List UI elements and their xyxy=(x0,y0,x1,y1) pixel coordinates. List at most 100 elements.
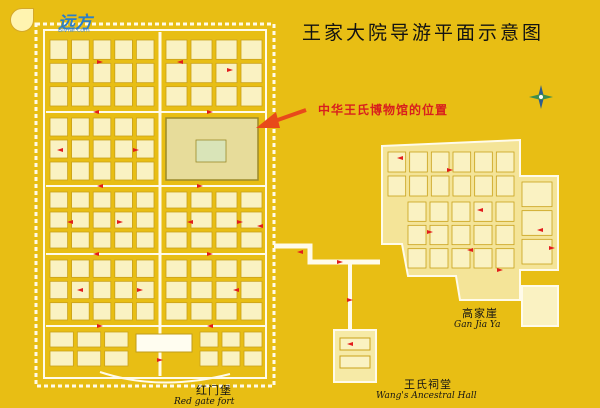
courtyard-block xyxy=(495,248,515,269)
courtyard-block xyxy=(473,248,493,269)
direction-arrow-icon xyxy=(347,298,353,302)
red-gate-fort-label: 红门堡 xyxy=(196,384,232,397)
ancestral-hall-building xyxy=(339,355,371,369)
direction-arrow-icon xyxy=(133,148,139,152)
courtyard-block xyxy=(114,211,133,229)
courtyard-block xyxy=(114,117,133,137)
courtyard-block xyxy=(92,191,112,209)
direction-arrow-icon xyxy=(187,220,193,224)
direction-arrow-icon xyxy=(197,184,203,188)
courtyard-block xyxy=(215,191,238,209)
direction-arrow-icon xyxy=(97,184,103,188)
courtyard-block xyxy=(71,39,90,60)
courtyard-block xyxy=(221,350,241,367)
callout-arrow-icon xyxy=(256,108,307,128)
courtyard-block xyxy=(92,280,112,300)
direction-arrow-icon xyxy=(549,246,555,250)
courtyard-block xyxy=(71,231,90,249)
courtyard-block xyxy=(387,151,407,173)
direction-arrow-icon xyxy=(207,324,213,328)
courtyard-block xyxy=(215,259,238,278)
courtyard-block xyxy=(92,117,112,137)
courtyard-block xyxy=(452,175,472,197)
courtyard-block xyxy=(407,201,427,222)
courtyard-block xyxy=(199,331,219,348)
direction-arrow-icon xyxy=(257,224,263,228)
courtyard-block xyxy=(114,302,133,321)
courtyard-block xyxy=(135,62,155,84)
courtyard-block xyxy=(49,350,74,367)
courtyard-block xyxy=(190,86,213,107)
red-gate-fort-inner-wall xyxy=(43,29,267,379)
courtyard-block xyxy=(215,302,238,321)
direction-arrow-icon xyxy=(347,342,353,346)
courtyard-block xyxy=(165,259,188,278)
courtyard-block xyxy=(240,211,263,229)
courtyard-block xyxy=(165,62,188,84)
courtyard-block xyxy=(240,259,263,278)
courtyard-block xyxy=(240,231,263,249)
courtyard-block xyxy=(71,259,90,278)
courtyard-block xyxy=(114,191,133,209)
courtyard-block xyxy=(215,39,238,60)
direction-arrow-icon xyxy=(467,248,473,252)
courtyard-block xyxy=(71,211,90,229)
ancestral-hall-label: 王氏祠堂 xyxy=(404,378,452,391)
courtyard-block xyxy=(49,86,69,107)
direction-arrow-icon xyxy=(537,228,543,232)
courtyard-block xyxy=(451,248,471,269)
courtyard-block xyxy=(71,86,90,107)
courtyard-block xyxy=(190,259,213,278)
courtyard-block xyxy=(190,62,213,84)
ancestral-hall-building xyxy=(339,337,371,351)
courtyard-block xyxy=(215,86,238,107)
courtyard-block xyxy=(240,191,263,209)
direction-arrow-icon xyxy=(137,288,143,292)
courtyard-block xyxy=(135,117,155,137)
direction-arrow-icon xyxy=(497,268,503,272)
courtyard-block xyxy=(49,139,69,159)
courtyard-block xyxy=(495,224,515,246)
courtyard-block xyxy=(474,175,493,197)
courtyard-block xyxy=(243,350,263,367)
courtyard-block xyxy=(71,302,90,321)
direction-arrow-icon xyxy=(67,220,73,224)
watermark-logo-icon xyxy=(10,8,34,32)
courtyard-block xyxy=(521,210,553,236)
courtyard-block xyxy=(190,39,213,60)
courtyard-block xyxy=(71,139,90,159)
direction-arrow-icon xyxy=(207,110,213,114)
courtyard-block xyxy=(199,350,219,367)
courtyard-block xyxy=(495,151,515,173)
courtyard-block xyxy=(473,224,493,246)
museum-callout-label: 中华王氏博物馆的位置 xyxy=(318,103,449,117)
courtyard-block xyxy=(104,350,129,367)
courtyard-block xyxy=(135,259,155,278)
courtyard-block xyxy=(135,139,155,159)
courtyard-block xyxy=(49,211,69,229)
courtyard-block xyxy=(387,175,407,197)
courtyard-block xyxy=(114,139,133,159)
courtyard-block xyxy=(114,62,133,84)
courtyard-block xyxy=(92,161,112,181)
courtyard-block xyxy=(49,117,69,137)
courtyard-block xyxy=(240,280,263,300)
courtyard-block xyxy=(114,86,133,107)
courtyard-block xyxy=(71,62,90,84)
courtyard-block xyxy=(240,86,263,107)
courtyard-block xyxy=(474,151,493,173)
courtyard-block xyxy=(215,231,238,249)
courtyard-block xyxy=(240,62,263,84)
courtyard-block xyxy=(114,259,133,278)
gao-jia-ya-blocks xyxy=(387,151,553,269)
courtyard-block xyxy=(92,86,112,107)
direction-arrow-icon xyxy=(77,288,83,292)
watermark-site-url: Bivfar.com xyxy=(58,27,90,34)
courtyard-block xyxy=(114,39,133,60)
courtyard-block xyxy=(92,62,112,84)
courtyard-block xyxy=(135,191,155,209)
courtyard-block xyxy=(114,231,133,249)
courtyard-block xyxy=(135,161,155,181)
map-title: 王家大院导游平面示意图 xyxy=(302,22,545,44)
